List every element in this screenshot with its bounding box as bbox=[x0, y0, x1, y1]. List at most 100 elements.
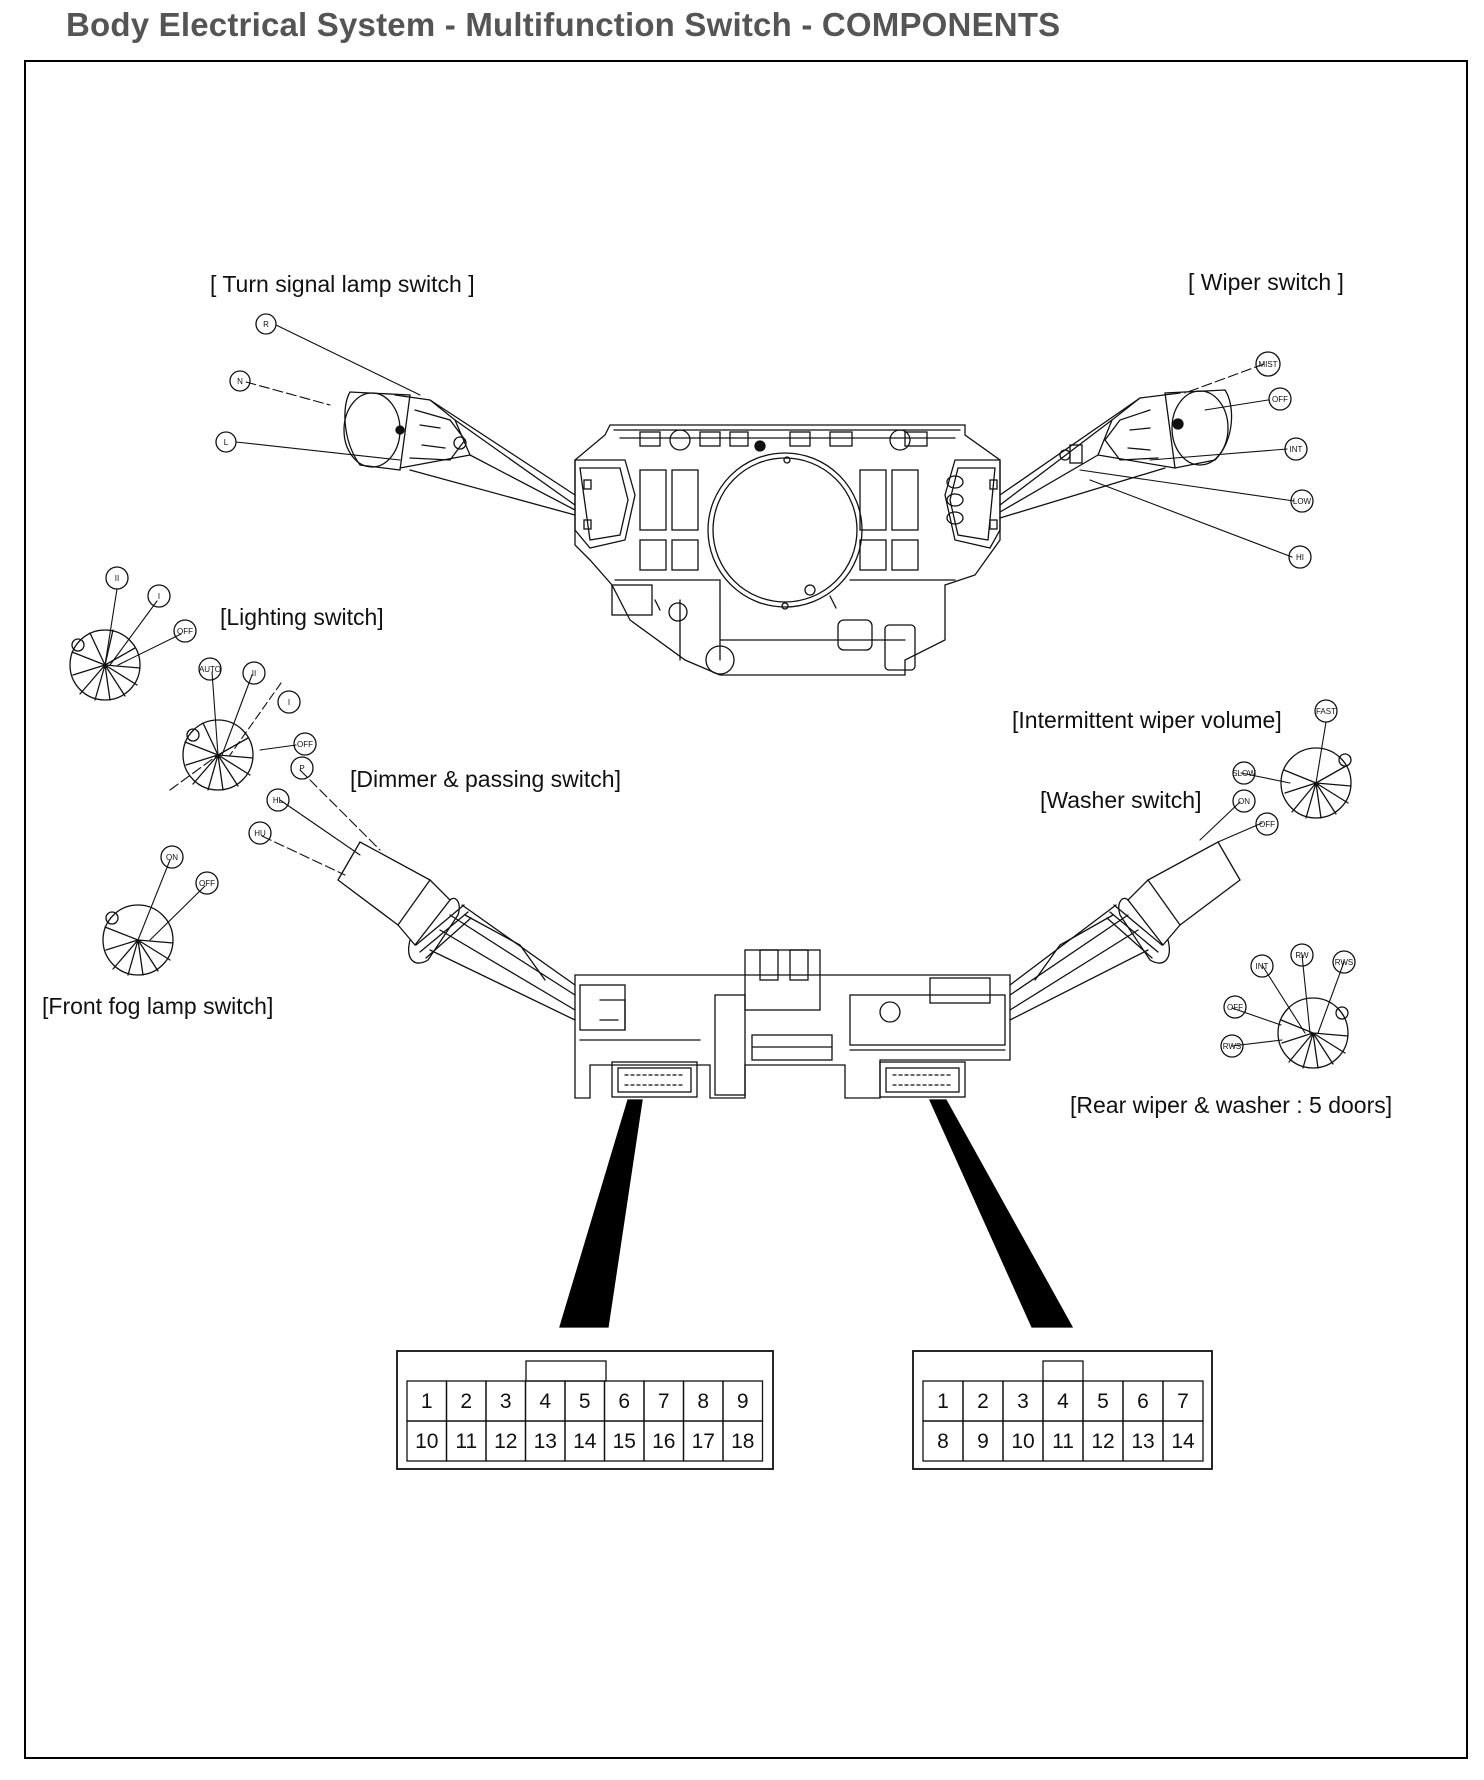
pos-wiper-hi: HI bbox=[1296, 553, 1304, 562]
connector-right-pin-10: 10 bbox=[1011, 1430, 1034, 1453]
connector-left-pin-cell-18 bbox=[722, 1420, 764, 1462]
pos-int-fast: FAST bbox=[1316, 707, 1336, 716]
bubble-lighting-auto-ii bbox=[242, 661, 266, 685]
rear-wiper-dial bbox=[1277, 997, 1349, 1069]
turn-signal-lever bbox=[343, 391, 576, 516]
connector-left-pin-6: 6 bbox=[618, 1390, 630, 1413]
wiper-lever bbox=[999, 389, 1233, 519]
pos-washer-on: ON bbox=[1238, 797, 1250, 806]
bubble-lighting-auto-i bbox=[277, 690, 301, 714]
pos-dimmer-hl: HL bbox=[273, 796, 284, 805]
switch-body-upper bbox=[574, 424, 1001, 676]
leader-lines bbox=[104, 324, 1345, 1047]
bubble-int-slow bbox=[1232, 761, 1256, 785]
label-turn-signal: [ Turn signal lamp switch ] bbox=[210, 271, 475, 297]
pos-lighting-auto-i: I bbox=[288, 698, 290, 707]
pos-lighting-ii: II bbox=[115, 574, 119, 583]
connector-right-pin-cell-14 bbox=[1162, 1420, 1204, 1462]
pos-wiper-off: OFF bbox=[1272, 395, 1288, 404]
connector-left-pin-12: 12 bbox=[494, 1430, 517, 1453]
lighting-dial-upper bbox=[69, 629, 141, 701]
intermittent-dial bbox=[1280, 747, 1352, 819]
bubble-lighting-auto-off bbox=[293, 732, 317, 756]
connector-right-pin-9: 9 bbox=[977, 1430, 989, 1453]
connector-right-pin-8: 8 bbox=[937, 1430, 949, 1453]
connector-left-pin-3: 3 bbox=[500, 1390, 512, 1413]
bubble-dimmer-hu bbox=[248, 821, 272, 845]
label-rear-wiper: [Rear wiper & washer : 5 doors] bbox=[1070, 1092, 1392, 1118]
pos-int-slow: SLOW bbox=[1232, 769, 1256, 778]
connector-right-pin-14: 14 bbox=[1171, 1430, 1195, 1453]
bubble-fog-on bbox=[160, 845, 184, 869]
bubble-lighting-auto bbox=[198, 657, 222, 681]
connector-pointer-right bbox=[928, 1099, 1074, 1328]
bubble-fog-off bbox=[195, 871, 219, 895]
pos-lighting-i: I bbox=[158, 592, 160, 601]
connector-right-pin-6: 6 bbox=[1137, 1390, 1149, 1413]
pos-fog-on: ON bbox=[166, 853, 178, 862]
lighting-dial-lower bbox=[182, 719, 254, 791]
front-fog-dial bbox=[102, 904, 174, 976]
bubble-int-fast bbox=[1314, 699, 1338, 723]
switch-body-lower bbox=[574, 949, 1011, 1099]
pos-lighting-auto-ii: II bbox=[252, 669, 256, 678]
label-lighting: [Lighting switch] bbox=[220, 604, 384, 630]
pos-wiper-mist: MIST bbox=[1258, 360, 1277, 369]
connector-left-pin-13: 13 bbox=[534, 1430, 557, 1453]
bubble-rear-off bbox=[1223, 995, 1247, 1019]
connector-left-pin-18: 18 bbox=[731, 1430, 754, 1453]
connector-left-pin-5: 5 bbox=[579, 1390, 591, 1413]
connector-left-pin-8: 8 bbox=[697, 1390, 709, 1413]
pos-washer-off: OFF bbox=[1259, 820, 1275, 829]
connector-right-pin-2: 2 bbox=[977, 1390, 989, 1413]
bubble-rear-rw bbox=[1290, 943, 1314, 967]
bubble-turn-l bbox=[215, 431, 237, 453]
pos-rear-int: INT bbox=[1256, 962, 1269, 971]
pos-lighting-auto: AUTO bbox=[199, 665, 221, 674]
connector-left-pin-1: 1 bbox=[421, 1390, 433, 1413]
bubble-wiper-low bbox=[1290, 489, 1314, 513]
bubble-washer-off bbox=[1255, 812, 1279, 836]
bubble-turn-n bbox=[229, 370, 251, 392]
bubble-wiper-hi bbox=[1288, 545, 1312, 569]
label-intermittent: [Intermittent wiper volume] bbox=[1012, 707, 1282, 733]
connector-left-pin-16: 16 bbox=[652, 1430, 675, 1453]
label-dimmer: [Dimmer & passing switch] bbox=[350, 766, 621, 792]
connector-left-pin-10: 10 bbox=[415, 1430, 438, 1453]
bubble-wiper-off bbox=[1268, 387, 1292, 411]
pos-rear-rws-low: RWS bbox=[1223, 1042, 1242, 1051]
pos-turn-l: L bbox=[224, 438, 229, 447]
bubble-rear-int bbox=[1250, 954, 1274, 978]
connector-left-pin-9: 9 bbox=[737, 1390, 749, 1413]
pos-turn-r: R bbox=[263, 320, 269, 329]
pos-rear-off: OFF bbox=[1227, 1003, 1243, 1012]
label-washer: [Washer switch] bbox=[1040, 787, 1201, 813]
connector-left-pin-7: 7 bbox=[658, 1390, 670, 1413]
connector-left-pin-4: 4 bbox=[539, 1390, 551, 1413]
connector-left-pin-11: 11 bbox=[455, 1430, 477, 1453]
connector-right-pin-7: 7 bbox=[1177, 1390, 1189, 1413]
bubble-lighting-i bbox=[147, 584, 171, 608]
connector-right-pin-13: 13 bbox=[1131, 1430, 1154, 1453]
pos-rear-rws-top: RWS bbox=[1335, 958, 1354, 967]
connector-right-pin-4: 4 bbox=[1057, 1390, 1069, 1413]
pos-wiper-int: INT bbox=[1290, 445, 1303, 454]
label-wiper: [ Wiper switch ] bbox=[1188, 269, 1344, 295]
pos-fog-off: OFF bbox=[199, 879, 215, 888]
page-title: Body Electrical System - Multifunction S… bbox=[66, 6, 1061, 43]
connector-right-pin-5: 5 bbox=[1097, 1390, 1109, 1413]
pos-rear-rw: RW bbox=[1295, 951, 1309, 960]
connector-left-pin-2: 2 bbox=[460, 1390, 472, 1413]
connector-left-pin-15: 15 bbox=[613, 1430, 636, 1453]
washer-lever bbox=[1009, 841, 1241, 1021]
label-front-fog: [Front fog lamp switch] bbox=[42, 993, 273, 1019]
bubble-dimmer-p bbox=[290, 756, 314, 780]
lighting-lever bbox=[337, 841, 576, 1021]
connector-left-pin-17: 17 bbox=[692, 1430, 715, 1453]
bubble-lighting-off bbox=[173, 619, 197, 643]
